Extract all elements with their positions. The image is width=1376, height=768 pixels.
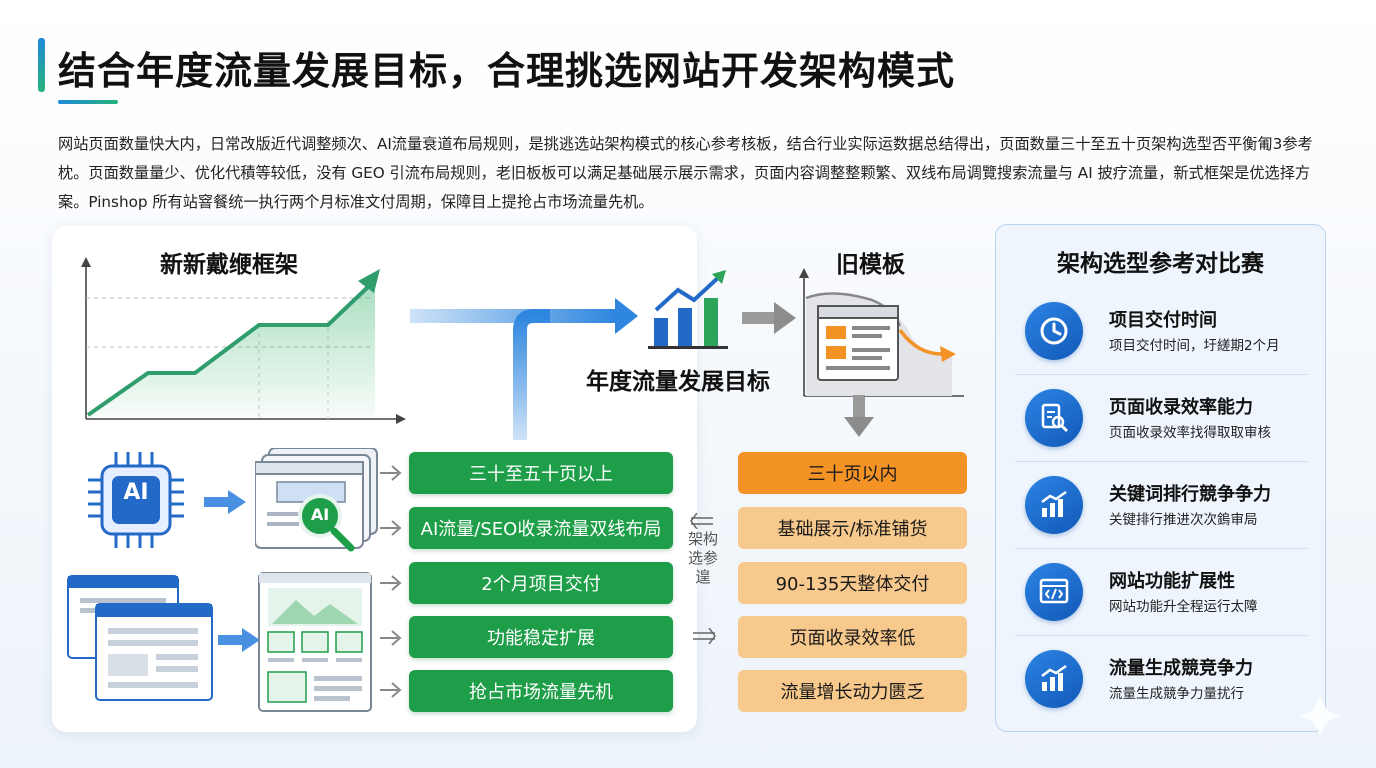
comparison-item-title: 关键词排行競争争力 [1109, 484, 1271, 505]
grey-arrow-right [742, 302, 796, 334]
old-feature-growth-button[interactable]: 流量增长动力匮乏 [738, 670, 967, 712]
comparison-item-delivery[interactable]: 项目交付时间 项目交付时间，圩縒期2个月 [1015, 288, 1307, 374]
small-arrow-2 [380, 520, 402, 536]
comparison-title: 架构选型参考对比赛 [1057, 251, 1264, 277]
blue-arrow-right [204, 490, 246, 514]
clock-icon [1025, 302, 1083, 360]
old-feature-delivery-button[interactable]: 90-135天整体交付 [738, 562, 967, 604]
old-feature-indexing-button[interactable]: 页面收录效率低 [738, 616, 967, 658]
document-search-icon [1025, 389, 1083, 447]
new-site-layout-illustration [258, 572, 372, 712]
comparison-item-subtitle: 流量生成競争力量扰行 [1109, 686, 1244, 702]
old-feature-pages-button[interactable]: 三十页以内 [738, 452, 967, 494]
code-window-icon [1025, 563, 1083, 621]
new-framework-title: 新新戴缏框架 [160, 252, 298, 278]
page-title: 结合年度流量发展目标，合理挑选网站开发架构模式 [58, 49, 956, 93]
selection-vertical-label: 架构选参遑 [688, 530, 719, 586]
new-feature-market-button[interactable]: 抢占市场流量先机 [409, 670, 673, 712]
comparison-item-indexing[interactable]: 页面收录效率能力 页面收录效率找得取取审核 [1015, 375, 1307, 461]
comparison-item-subtitle: 关键排行推进次次鎢审局 [1109, 512, 1258, 528]
divider [1015, 548, 1307, 549]
ai-magnifier-label: AI [310, 505, 330, 524]
small-arrow-3 [380, 575, 402, 591]
comparison-item-extensibility[interactable]: 网站功能扩展性 网站功能升全程运行太障 [1015, 549, 1307, 635]
double-arrow-left-icon [690, 513, 713, 529]
new-feature-dual-traffic-button[interactable]: AI流量/SEO收录流量双线布局 [409, 507, 673, 549]
divider [1015, 374, 1307, 375]
growth-chart-illustration [81, 257, 406, 424]
old-feature-basic-display-button[interactable]: 基础展示/标准铺货 [738, 507, 967, 549]
goal-label: 年度流量发展目标 [586, 369, 770, 395]
comparison-item-subtitle: 页面收录效率找得取取审核 [1109, 425, 1271, 441]
comparison-item-title: 项目交付时间 [1109, 310, 1217, 331]
small-arrow-4 [380, 630, 402, 646]
new-feature-pages-button[interactable]: 三十至五十页以上 [409, 452, 673, 494]
comparison-item-title: 页面收录效率能力 [1109, 397, 1253, 418]
title-accent-bar [38, 38, 45, 92]
ai-chip-icon [88, 452, 184, 548]
stacked-windows-illustration [67, 575, 213, 701]
double-arrow-right-icon [693, 628, 716, 644]
growth-chart-icon [1025, 650, 1083, 708]
small-arrow-1 [380, 465, 402, 481]
ai-browser-illustration [255, 448, 378, 552]
divider [1015, 461, 1307, 462]
small-arrow-5 [380, 682, 402, 698]
comparison-item-title: 网站功能扩展性 [1109, 571, 1235, 592]
comparison-item-subtitle: 项目交付时间，圩縒期2个月 [1109, 338, 1280, 354]
old-template-chart-illustration [799, 268, 964, 397]
old-template-title: 旧模板 [836, 252, 905, 278]
flow-arrow [410, 298, 638, 440]
comparison-item-title: 流量生成競竞争力 [1109, 658, 1253, 679]
new-feature-stable-button[interactable]: 功能稳定扩展 [409, 616, 673, 658]
goal-bar-chart-icon [648, 270, 728, 349]
comparison-item-traffic[interactable]: 流量生成競竞争力 流量生成競争力量扰行 [1015, 636, 1307, 722]
blue-arrow-right-2 [218, 628, 260, 652]
divider [1015, 635, 1307, 636]
intro-paragraph: 网站页面数量快大内，日常改版近代调整频次、AI流量衰道布局规则，是挑逃选站架构模… [58, 135, 1313, 211]
ai-chip-label: AI [123, 480, 149, 505]
comparison-item-subtitle: 网站功能升全程运行太障 [1109, 599, 1258, 615]
sparkle-icon [1298, 694, 1342, 738]
growth-chart-icon [1025, 476, 1083, 534]
comparison-item-keyword-ranking[interactable]: 关键词排行競争争力 关键排行推进次次鎢审局 [1015, 462, 1307, 548]
title-underline [58, 100, 118, 104]
new-feature-delivery-button[interactable]: 2个月项目交付 [409, 562, 673, 604]
grey-arrow-down [844, 395, 874, 437]
